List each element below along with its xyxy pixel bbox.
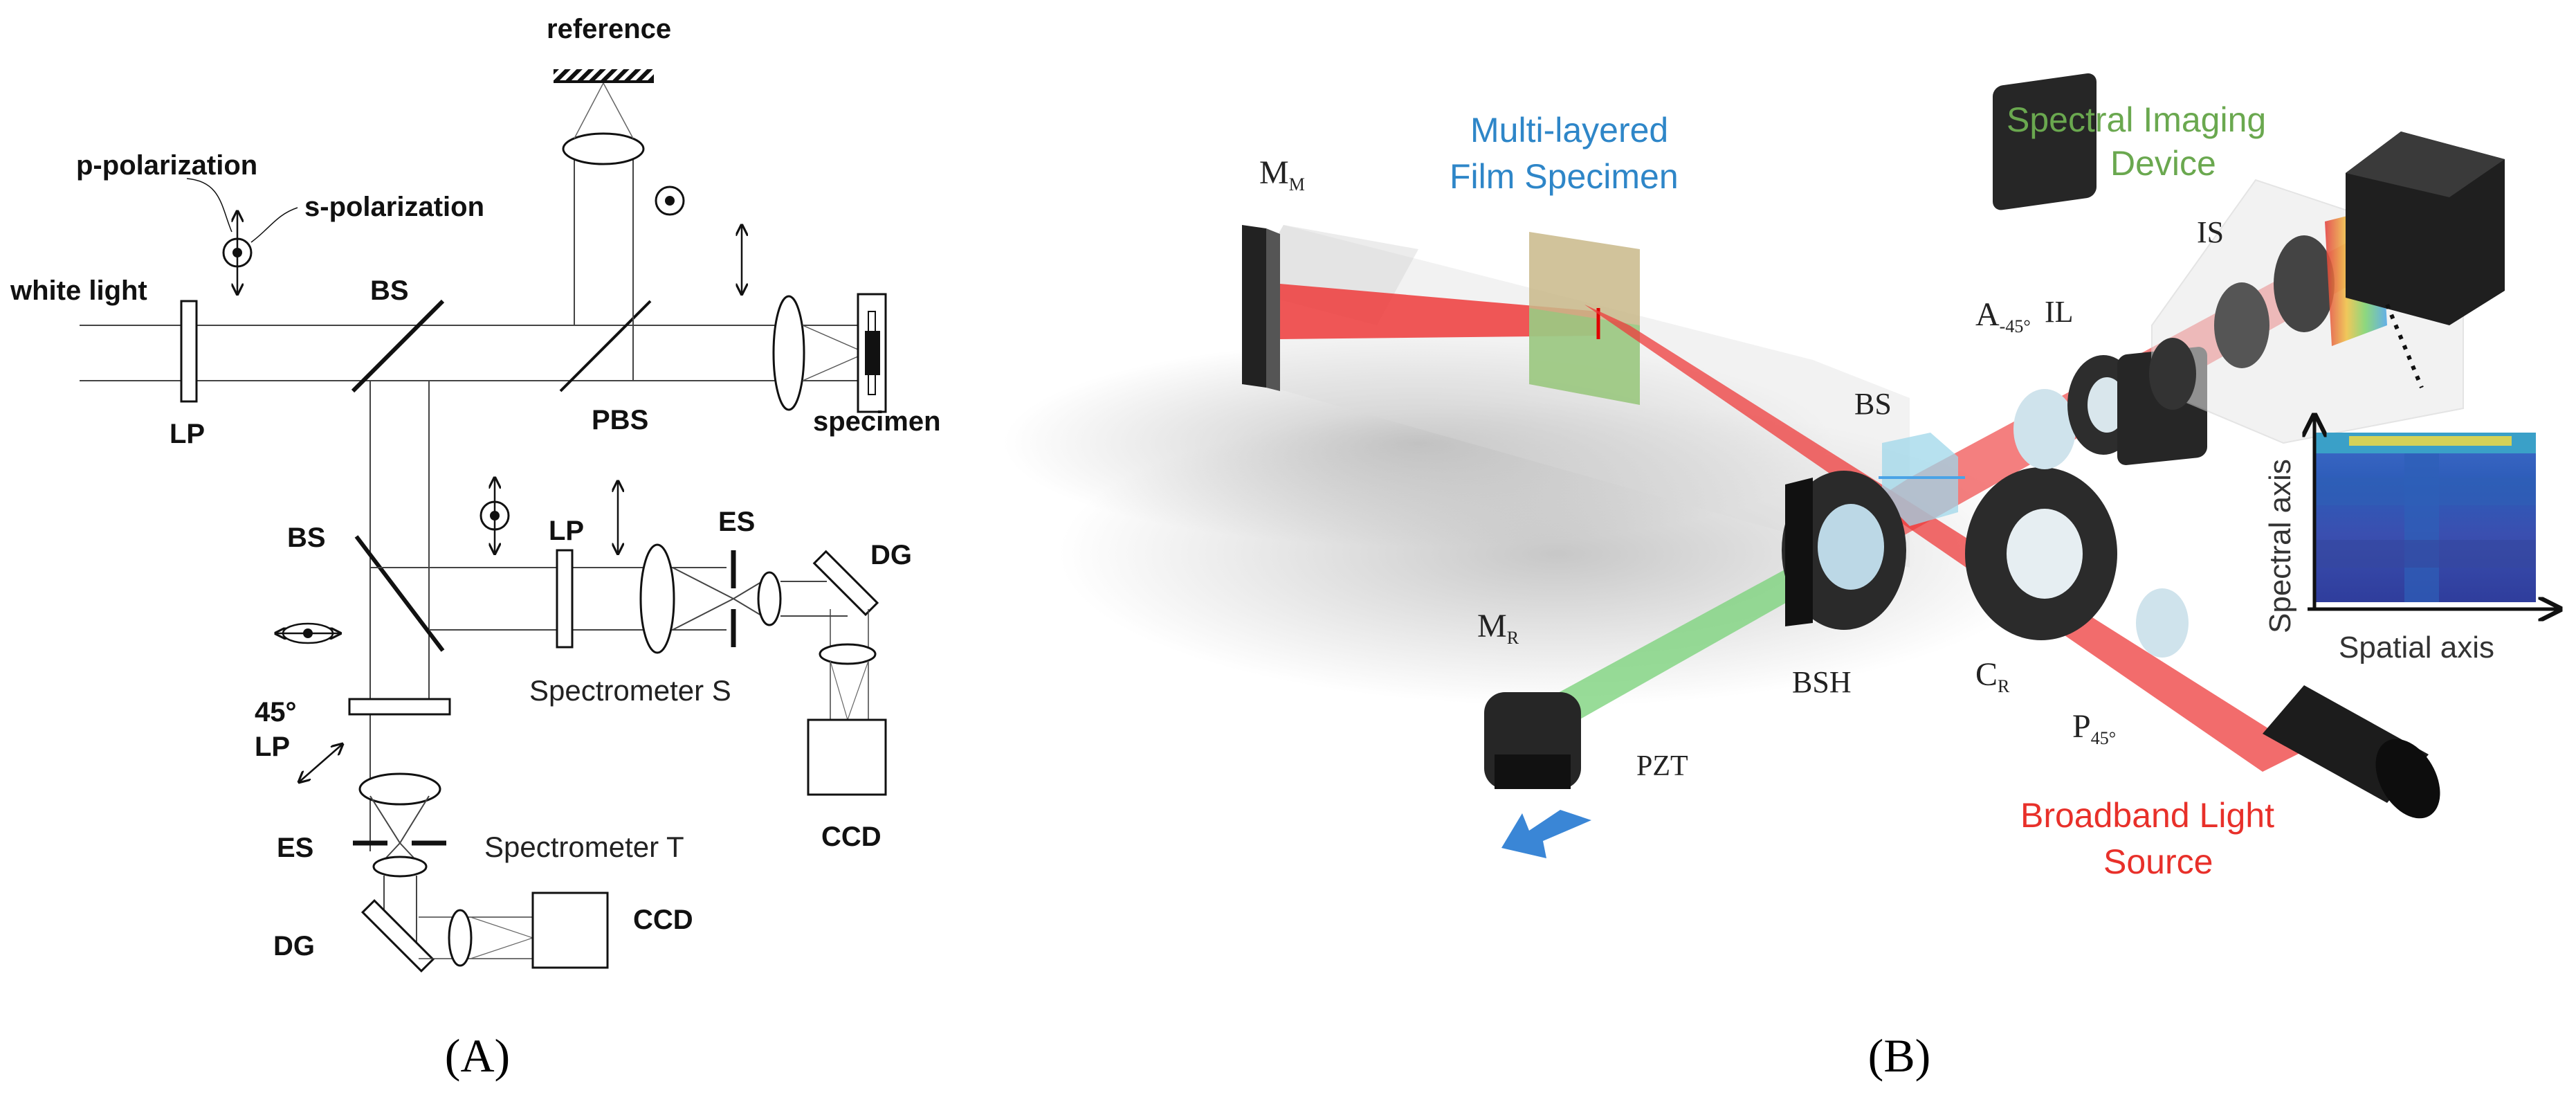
label-spatial-axis: Spatial axis	[2339, 631, 2494, 664]
spectrometer-s-collimator	[757, 571, 782, 626]
spectrometer-t-collimator	[372, 856, 428, 878]
reference-mirror	[554, 69, 654, 82]
label-broadband-1: Broadband Light	[2020, 796, 2274, 835]
label-s-polarization: s-polarization	[304, 192, 484, 222]
spectrometer-s-focus-lens	[819, 643, 877, 665]
label-dg-right: DG	[870, 540, 912, 570]
beam-splitter-mid	[354, 535, 445, 652]
polarizing-beam-splitter	[559, 300, 652, 392]
label-spectrometer-s: Spectrometer S	[529, 674, 731, 707]
label-film-specimen-1: Multi-layered	[1470, 111, 1668, 150]
analyzer-mount	[1993, 73, 2097, 210]
red-beam-measurement	[1280, 284, 1598, 339]
pzt-motion-arrow-icon	[1501, 810, 1591, 858]
diffraction-grating-bottom	[360, 898, 435, 973]
linear-polarizer-mid	[556, 549, 574, 649]
ccd-right	[807, 718, 887, 796]
label-p-45: P45°	[2072, 708, 2116, 748]
label-c-r: CR	[1975, 656, 2010, 696]
label-broadband-2: Source	[2103, 842, 2213, 881]
label-p-polarization: p-polarization	[76, 150, 257, 181]
label-m-r: MR	[1477, 608, 1519, 648]
beam-splitter-cube	[1882, 433, 1958, 526]
label-pbs: PBS	[592, 405, 648, 435]
red-beam-source	[1584, 305, 2304, 772]
label-il: IL	[2045, 295, 2074, 329]
label-ccd-bottom: CCD	[633, 905, 693, 935]
panel-a-diagram	[80, 69, 887, 973]
label-bs-mid: BS	[287, 523, 326, 553]
label-lp-bottom: LP	[255, 732, 290, 762]
diffraction-grating-right	[812, 550, 879, 617]
label-lp-top: LP	[170, 419, 205, 449]
ccd-bottom	[531, 892, 609, 969]
label-es-bottom: ES	[277, 833, 313, 863]
label-bs: BS	[1854, 387, 1892, 421]
measurement-mirror	[1242, 225, 1266, 388]
label-spectral-axis: Spectral axis	[2263, 459, 2297, 633]
linear-polarizer-45	[348, 698, 451, 716]
lp45-axis-arrow-icon	[299, 744, 342, 782]
linear-polarizer-top	[180, 300, 198, 403]
label-es-mid: ES	[718, 507, 755, 537]
label-m-m: MM	[1259, 154, 1305, 194]
label-a-45: A-45°	[1975, 296, 2031, 336]
reference-lens	[562, 132, 645, 165]
label-dg-bottom: DG	[273, 931, 315, 961]
label-reference: reference	[547, 14, 671, 44]
label-spectrometer-t: Spectrometer T	[484, 831, 684, 863]
label-pzt: PZT	[1636, 750, 1688, 782]
label-specimen: specimen	[813, 406, 941, 437]
label-film-specimen-2: Film Specimen	[1450, 157, 1679, 196]
label-bsh: BSH	[1792, 665, 1852, 699]
beam-splitter-top	[351, 299, 445, 393]
caption-panel-b: (B)	[1868, 1029, 1931, 1082]
panel-b-render	[1003, 73, 2560, 858]
panel-b-labels: MM Multi-layered Film Specimen Spectral …	[1259, 100, 2494, 881]
label-lp-mid: LP	[549, 516, 584, 546]
label-ccd-right: CCD	[821, 822, 881, 852]
spectrometer-t-lens	[358, 772, 441, 806]
label-white-light: white light	[10, 275, 147, 306]
panel-a-labels: reference p-polarization s-polarization …	[10, 14, 941, 961]
label-angle-45: 45°	[255, 697, 297, 727]
label-bs-top: BS	[370, 275, 409, 306]
label-is: IS	[2197, 215, 2224, 249]
spectrometer-s-lens	[639, 543, 675, 654]
caption-panel-a: (A)	[445, 1029, 510, 1082]
green-beam-reference	[1508, 547, 1854, 744]
objective-lens	[772, 295, 805, 411]
label-spectral-imaging-2: Device	[2110, 144, 2216, 183]
label-spectral-imaging-1: Spectral Imaging	[2007, 100, 2266, 139]
spectrometer-t-focus-lens	[448, 909, 473, 967]
